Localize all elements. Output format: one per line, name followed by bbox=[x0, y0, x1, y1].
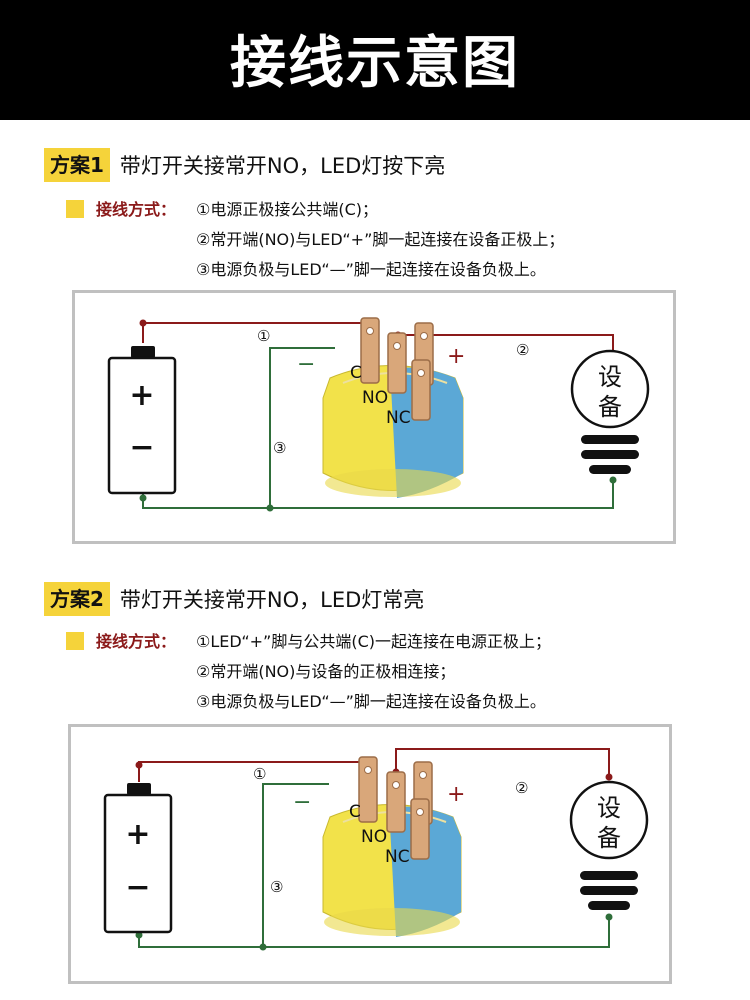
wire-red-2 bbox=[395, 748, 610, 777]
led-minus-label: − bbox=[293, 790, 311, 815]
push-switch-icon bbox=[322, 756, 462, 937]
led-plus-label: + bbox=[447, 782, 465, 807]
device-label-line2: 备 bbox=[598, 393, 622, 421]
section-1-line-2: ②常开端(NO)与LED“+”脚一起连接在设备正极上； bbox=[196, 230, 565, 249]
method-label: 接线方式： bbox=[96, 632, 177, 651]
bullet-square-icon bbox=[66, 632, 84, 650]
wire-3-label: ③ bbox=[273, 439, 286, 457]
pin-nc-label: NC bbox=[386, 408, 411, 428]
section-1-diagram-frame: + − C NO NC − + ① ② ③ bbox=[72, 290, 676, 544]
device-bulb-icon bbox=[570, 349, 650, 474]
wiring-diagram-2: + − C NO NC − + ① ② ③ bbox=[103, 748, 649, 951]
device-bulb-icon bbox=[569, 780, 649, 910]
wire-green-3b bbox=[138, 915, 610, 948]
battery-icon bbox=[103, 783, 173, 934]
section-1-line-3: ③电源负极与LED“—”脚一起连接在设备负极上。 bbox=[196, 260, 546, 279]
section-1-title: 带灯开关接常开NO，LED灯按下亮 bbox=[119, 154, 446, 178]
method-label: 接线方式： bbox=[96, 200, 177, 219]
section-2-heading: 方案2 带灯开关接常开NO，LED灯常亮 bbox=[44, 582, 424, 616]
wire-green-3a bbox=[269, 347, 335, 508]
wire-1-label: ① bbox=[257, 327, 270, 345]
wire-1-label: ① bbox=[253, 765, 266, 783]
section-1-line-1: ①电源正极接公共端(C)； bbox=[196, 200, 379, 219]
junction-dot bbox=[139, 494, 147, 502]
wire-2-label: ② bbox=[515, 779, 528, 797]
page-title: 接线示意图 bbox=[230, 31, 520, 96]
wire-3-label: ③ bbox=[270, 878, 283, 896]
battery-icon bbox=[107, 346, 177, 495]
led-minus-label: − bbox=[297, 352, 315, 377]
bullet-square-icon bbox=[66, 200, 84, 218]
junction-dot bbox=[609, 476, 617, 484]
section-2-title: 带灯开关接常开NO，LED灯常亮 bbox=[119, 588, 425, 612]
header-bar: 接线示意图 bbox=[0, 0, 750, 120]
junction-dot bbox=[605, 913, 613, 921]
junction-dot bbox=[135, 761, 143, 769]
device-label-line1: 设 bbox=[597, 794, 621, 822]
battery-plus-label: + bbox=[125, 817, 150, 852]
pin-c-label: C bbox=[350, 363, 362, 383]
battery-minus-label: − bbox=[125, 870, 150, 905]
section-1-heading: 方案1 带灯开关接常开NO，LED灯按下亮 bbox=[44, 148, 445, 182]
pin-nc-label: NC bbox=[385, 847, 410, 867]
pin-c-label: C bbox=[349, 802, 361, 822]
section-1-badge: 方案1 bbox=[44, 148, 110, 182]
device-label-line2: 备 bbox=[597, 824, 621, 852]
battery-minus-label: − bbox=[129, 430, 154, 465]
device-label-line1: 设 bbox=[598, 363, 622, 391]
section-2-badge: 方案2 bbox=[44, 582, 110, 616]
push-switch-icon bbox=[322, 317, 464, 498]
wire-green-3a bbox=[262, 783, 329, 947]
wiring-diagram-1: + − C NO NC − + ① ② ③ bbox=[107, 317, 650, 512]
pin-no-label: NO bbox=[362, 388, 388, 408]
junction-dot bbox=[259, 943, 267, 951]
section-2-diagram-frame: + − C NO NC − + ① ② ③ bbox=[68, 724, 672, 984]
led-plus-label: + bbox=[447, 344, 465, 369]
section-2-line-2: ②常开端(NO)与设备的正极相连接； bbox=[196, 662, 456, 681]
pin-no-label: NO bbox=[361, 827, 387, 847]
section-2-line-1: ①LED“+”脚与公共端(C)一起连接在电源正极上； bbox=[196, 632, 551, 651]
wire-red-2 bbox=[398, 334, 614, 351]
junction-dot bbox=[605, 773, 613, 781]
section-2-line-3: ③电源负极与LED“—”脚一起连接在设备负极上。 bbox=[196, 692, 546, 711]
junction-dot bbox=[139, 319, 147, 327]
wire-2-label: ② bbox=[516, 341, 529, 359]
battery-plus-label: + bbox=[129, 378, 154, 413]
junction-dot bbox=[266, 504, 274, 512]
